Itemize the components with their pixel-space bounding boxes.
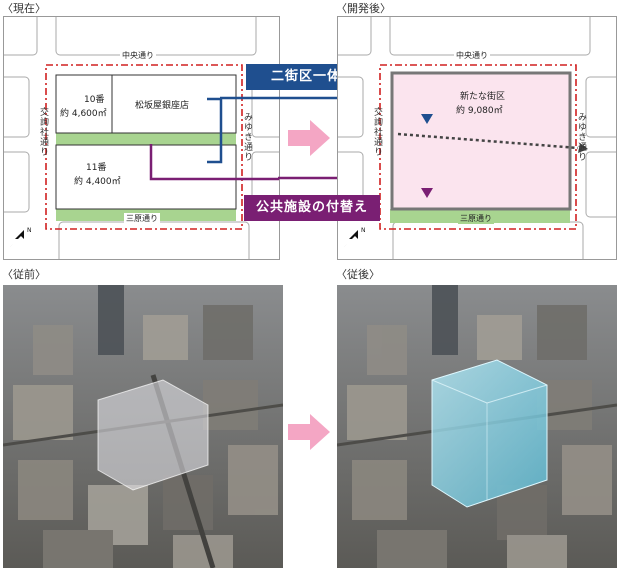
street-label-kojunsha: 交詢社通り xyxy=(38,107,48,157)
surrounding-block xyxy=(4,17,38,56)
svg-text:N: N xyxy=(27,227,32,234)
city-buildings xyxy=(337,285,617,568)
label-after-development: 〈開発後〉 xyxy=(336,2,391,15)
transition-arrow-top xyxy=(288,120,330,156)
new-block xyxy=(390,71,572,211)
current-map-drawing: N xyxy=(4,17,279,259)
aerial-photo-before xyxy=(3,285,283,568)
street-label-chuo: 中央通り xyxy=(120,50,156,61)
current-map: N 交詢社通り みゆき通り 中央通り 三原通り 10番 約 4,600㎡ 松坂屋… xyxy=(3,16,280,260)
street-label-sanbara: 三原通り xyxy=(458,213,494,224)
north-arrow-icon xyxy=(10,230,24,247)
development-boundary xyxy=(45,64,243,230)
block-11-name: 11番 xyxy=(86,163,107,173)
surrounding-block xyxy=(585,76,616,138)
svg-text:N: N xyxy=(361,227,366,234)
project-volume-outline xyxy=(97,379,209,491)
street-label-miyuki: みゆき通り xyxy=(242,112,252,162)
relocation-flow-line xyxy=(149,144,279,181)
surrounding-block xyxy=(338,76,364,138)
pedestrian-path-arrowhead xyxy=(578,143,588,153)
north-arrow-icon xyxy=(344,230,358,247)
block-11 xyxy=(55,144,237,210)
surrounding-block xyxy=(389,17,591,56)
new-block-name: 新たな街区 xyxy=(460,92,506,102)
street-label-miyuki: みゆき通り xyxy=(576,112,586,162)
surrounding-block xyxy=(392,221,584,259)
label-after: 〈従後〉 xyxy=(336,268,380,281)
aerial-photo-after xyxy=(337,285,617,568)
block-10-name: 10番 xyxy=(84,95,105,105)
development-boundary xyxy=(379,64,577,230)
matsuzakaya-label: 松坂屋銀座店 xyxy=(135,101,190,111)
block-matsuzakaya xyxy=(111,74,237,134)
surrounding-block xyxy=(55,17,257,56)
block-10 xyxy=(55,74,113,134)
surrounding-block xyxy=(338,17,372,56)
pedestrian-path xyxy=(397,132,579,150)
surrounding-block xyxy=(4,76,30,138)
road-green xyxy=(56,133,236,145)
surrounding-block xyxy=(58,221,250,259)
new-block-area: 約 9,080㎡ xyxy=(456,106,503,116)
label-current: 〈現在〉 xyxy=(2,2,46,15)
surrounding-block xyxy=(585,151,616,218)
street-label-chuo: 中央通り xyxy=(454,50,490,61)
new-building-volume xyxy=(431,359,548,508)
after-map-drawing: N xyxy=(338,17,616,259)
label-before: 〈従前〉 xyxy=(2,268,46,281)
surrounding-block xyxy=(4,151,30,213)
integration-flow-line xyxy=(207,97,223,164)
street-label-sanbara: 三原通り xyxy=(124,213,160,224)
public-facility-banner: 公共施設の付替え xyxy=(244,195,380,221)
after-development-map: N 交詢社通り みゆき通り 中央通り 三原通り 新たな街区 約 9,080㎡ xyxy=(337,16,617,260)
street-label-kojunsha: 交詢社通り xyxy=(372,107,382,157)
city-buildings xyxy=(3,285,283,568)
transition-arrow-bottom xyxy=(288,414,330,450)
block-10-area: 約 4,600㎡ xyxy=(60,109,107,119)
block-11-area: 約 4,400㎡ xyxy=(74,177,121,187)
